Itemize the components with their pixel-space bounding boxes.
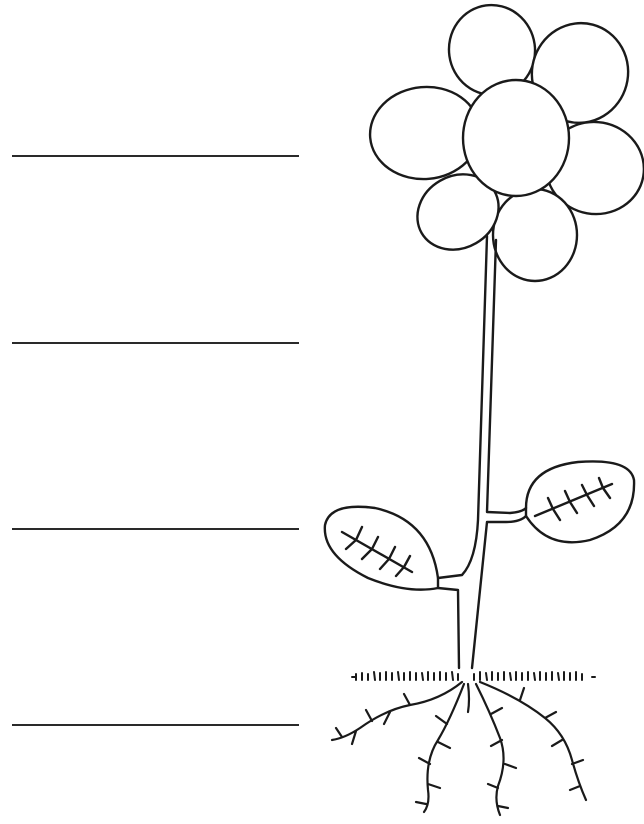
- root-center: [468, 684, 469, 712]
- right-leaf-vein: [535, 478, 612, 520]
- right-leaf: [526, 461, 634, 542]
- soil-line: [352, 672, 595, 680]
- root-far-right: [480, 682, 586, 800]
- right-leaf-outline: [526, 461, 634, 542]
- label-blank-flower[interactable]: [12, 155, 299, 157]
- stem-left-edge: [438, 236, 487, 578]
- label-blank-stem[interactable]: [12, 342, 299, 344]
- root-right: [476, 684, 516, 815]
- stem-right-edge: [487, 240, 526, 513]
- root-far-left: [332, 682, 462, 744]
- flower-center: [463, 80, 569, 196]
- soil-hatching: [356, 672, 582, 680]
- plant-drawing: [300, 0, 644, 824]
- stem-left-lower: [438, 588, 459, 668]
- stem-right-lower: [472, 516, 526, 668]
- left-leaf-outline: [325, 507, 438, 590]
- flower-head: [366, 0, 644, 281]
- stem: [438, 236, 526, 668]
- label-blank-roots[interactable]: [12, 724, 299, 726]
- petal-bottom-right: [493, 189, 577, 281]
- left-leaf: [325, 507, 438, 590]
- roots: [332, 682, 586, 815]
- label-blank-leaf[interactable]: [12, 528, 299, 530]
